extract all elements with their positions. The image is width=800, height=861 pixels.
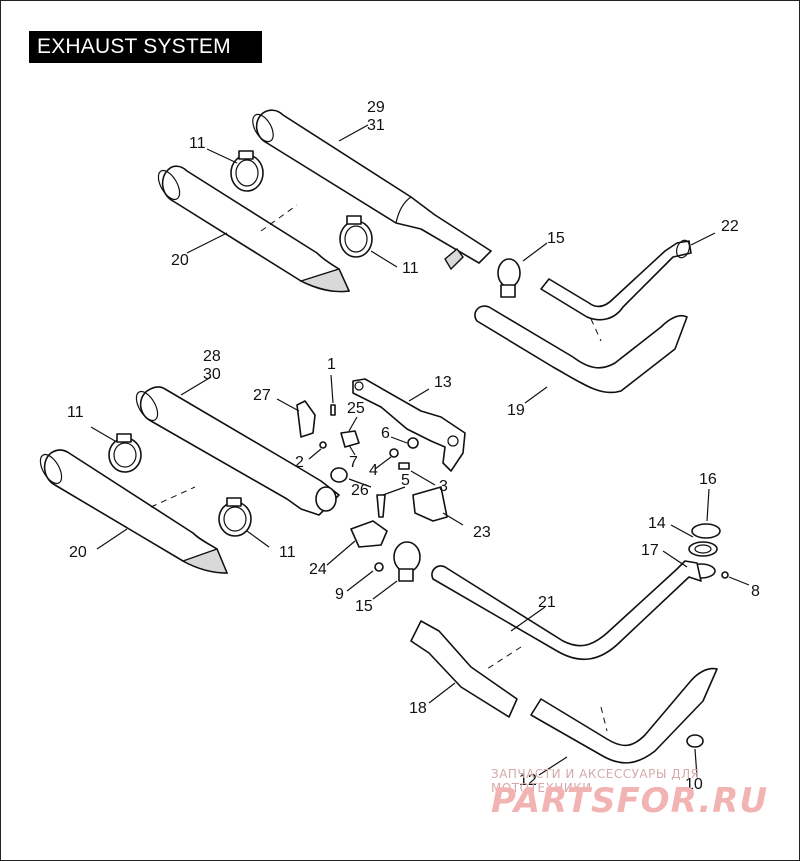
callout-23: 23: [473, 524, 491, 541]
muffler-20-upper: [157, 165, 351, 293]
callout-5: 5: [401, 472, 410, 489]
header-pipe-21: [431, 560, 702, 670]
callout-15: 15: [355, 598, 373, 615]
centerline: [260, 204, 298, 232]
callout-15: 15: [547, 230, 565, 247]
callout-8: 8: [751, 583, 760, 600]
callout-16: 16: [699, 471, 717, 488]
callout-6: 6: [381, 425, 390, 442]
header-pipe-22: [540, 239, 692, 321]
clamp-11-upper-b: [339, 215, 373, 258]
callout-13: 13: [434, 374, 452, 391]
clamp-11-lower-b: [218, 497, 252, 537]
callout-12: 12: [519, 772, 537, 789]
callout-22: 22: [721, 218, 739, 235]
callout-20: 20: [171, 252, 189, 269]
header-pipe-18: [410, 620, 518, 718]
bracket-13: [352, 378, 466, 472]
callout-29: 29: [367, 99, 385, 116]
callout-31: 31: [367, 117, 385, 134]
callout-1: 1: [327, 356, 336, 373]
watermark-tagline: ЗАПЧАСТИ И АКСЕССУАРЫ ДЛЯ МОТОТЕХНИКИ: [491, 767, 700, 795]
centerline: [150, 486, 196, 508]
muffler-20-lower: [39, 449, 229, 574]
clamp-11-lower-a: [108, 433, 142, 473]
callout-14: 14: [648, 515, 666, 532]
callout-17: 17: [641, 542, 659, 559]
muffler-29-31: [252, 109, 492, 271]
hardware-small: [319, 404, 448, 572]
callout-20: 20: [69, 544, 87, 561]
clamp-10: [686, 734, 704, 748]
callout-11: 11: [67, 404, 84, 421]
callout-26: 26: [351, 482, 369, 499]
callout-labels: 29 31 11 20 11 15 22 19 28 30 1 27 13 25…: [67, 99, 760, 793]
bracket-27: [296, 400, 316, 438]
clamp-15-upper: [497, 258, 521, 298]
callout-7: 7: [349, 454, 358, 471]
callout-21: 21: [538, 594, 556, 611]
callout-9: 9: [335, 586, 344, 603]
callout-3: 3: [439, 478, 448, 495]
callout-19: 19: [507, 402, 525, 419]
leader-lines: [90, 124, 750, 778]
clamp-15-lower: [393, 541, 421, 582]
callout-30: 30: [203, 366, 221, 383]
muffler-28-30: [135, 386, 340, 516]
callout-2: 2: [295, 454, 304, 471]
header-pipe-19: [474, 305, 688, 394]
watermark-logo: PARTSFOR.RU: [491, 781, 769, 821]
header-pipe-12: [530, 667, 718, 764]
callout-10: 10: [685, 776, 703, 793]
callout-28: 28: [203, 348, 221, 365]
callout-11: 11: [189, 135, 206, 152]
callout-25: 25: [347, 400, 365, 417]
callout-11: 11: [402, 260, 419, 277]
page-title: EXHAUST SYSTEM: [29, 31, 262, 63]
callout-27: 27: [253, 387, 271, 404]
clamp-11-upper-a: [230, 150, 264, 192]
callout-18: 18: [409, 700, 427, 717]
callout-11: 11: [279, 544, 296, 561]
callout-4: 4: [369, 462, 378, 479]
callout-24: 24: [309, 561, 327, 578]
